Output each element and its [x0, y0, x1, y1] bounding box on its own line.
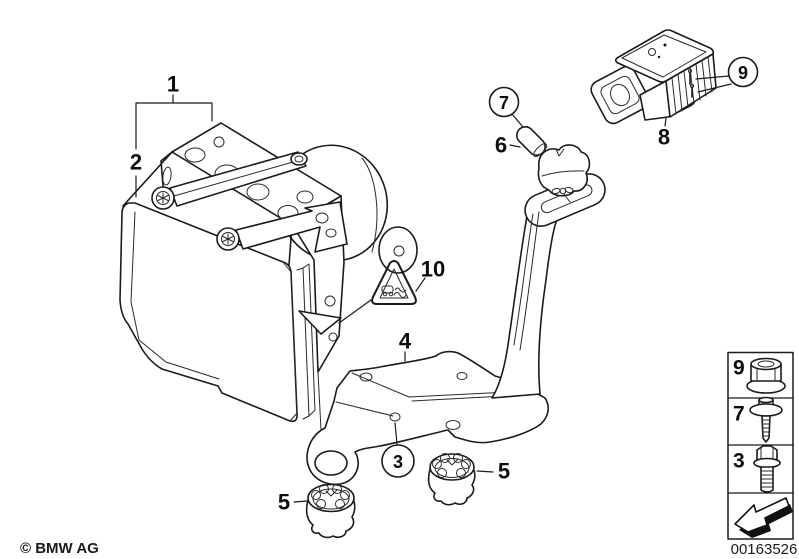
unit-corner-tab	[298, 310, 342, 335]
legend-row-7-label[interactable]: 7	[733, 403, 745, 426]
bracket-hole-top	[359, 372, 373, 382]
sensor-lid	[614, 29, 714, 83]
callout-5-left-label[interactable]: 5	[278, 490, 290, 515]
callout-10-label[interactable]: 10	[421, 257, 445, 282]
callout-3[interactable]: 3	[381, 422, 415, 478]
callout-9-circle[interactable]	[727, 56, 759, 88]
legend-row-9[interactable]: 9	[733, 357, 786, 394]
callout-1[interactable]: 1	[135, 72, 213, 198]
callout-7-label[interactable]: 7	[499, 93, 509, 113]
rubber-grommet-left-drawing	[305, 483, 356, 539]
callout-5-left-leader	[293, 500, 309, 503]
damper-wing-screw	[551, 186, 574, 203]
bracket-hole-bottom	[445, 420, 461, 430]
callout-9-leader	[695, 75, 732, 93]
callout-7-circle[interactable]	[488, 86, 520, 118]
callout-6[interactable]: 6	[495, 133, 521, 158]
hydraulic-unit-drawing	[119, 122, 418, 431]
callout-5-left[interactable]: 5	[278, 490, 309, 515]
fastener-legend-table: 9 7 3	[727, 351, 794, 540]
hex-bolt-icon	[753, 445, 781, 493]
legend-row-7[interactable]: 7	[733, 396, 783, 443]
callout-6-label[interactable]: 6	[495, 133, 507, 158]
callout-5-right-label[interactable]: 5	[498, 459, 510, 484]
bracket-arm-drawing	[491, 173, 606, 399]
bracket-eyelet-hole	[314, 450, 348, 476]
skid-car-glyph	[381, 285, 407, 298]
rotation-rate-sensor-drawing	[590, 29, 717, 125]
callout-4-label[interactable]: 4	[399, 329, 412, 354]
copyright-label: © BMW AG	[20, 540, 99, 557]
washer-screw-icon	[749, 396, 783, 443]
callout-7-leader	[511, 113, 524, 128]
fastening-straps	[169, 151, 348, 253]
callout-9-label[interactable]: 9	[738, 63, 748, 83]
spacer-sleeve-drawing	[516, 126, 548, 158]
rubber-damper-drawing	[537, 144, 591, 203]
callout-1-label[interactable]: 1	[167, 72, 179, 97]
callout-5-right-leader	[476, 470, 494, 473]
callout-10-leader	[338, 277, 426, 324]
callout-6-leader	[509, 144, 521, 148]
strap-screw-lower	[216, 227, 240, 251]
callout-3-leader	[394, 422, 398, 445]
direction-arrow-icon	[734, 497, 793, 538]
diagram-number: 00163526	[731, 541, 798, 558]
callout-10[interactable]: 10	[338, 257, 445, 324]
flange-nut-icon	[746, 357, 786, 394]
legend-row-3-label[interactable]: 3	[733, 450, 745, 473]
callout-8[interactable]: 8	[658, 117, 670, 150]
legend-row-9-label[interactable]: 9	[733, 357, 745, 380]
legend-row-3[interactable]: 3	[733, 445, 781, 493]
sensor-studs	[687, 68, 695, 98]
legend-row-arrow[interactable]	[734, 497, 793, 538]
strap-screw-upper	[151, 186, 175, 210]
sensor-connector	[590, 65, 650, 125]
esp-warning-triangle-icon	[371, 260, 417, 305]
callout-8-leader	[664, 117, 667, 127]
callout-1-leader	[135, 94, 213, 198]
pump-motor-end-cap	[378, 226, 418, 274]
bracket-screw-hole	[389, 412, 401, 422]
rubber-grommet-right-drawing	[427, 453, 476, 506]
callout-8-label[interactable]: 8	[658, 125, 670, 150]
callout-4[interactable]: 4	[399, 329, 412, 362]
callout-3-label[interactable]: 3	[393, 452, 403, 472]
callout-3-circle[interactable]	[381, 444, 415, 478]
callout-7[interactable]: 7	[488, 86, 524, 128]
bracket-hole-tab	[456, 372, 468, 380]
control-module-box	[119, 202, 316, 423]
callout-2-label[interactable]: 2	[130, 150, 142, 175]
callout-9[interactable]: 9	[695, 56, 759, 93]
callout-5-right[interactable]: 5	[476, 459, 510, 484]
callout-2[interactable]: 2	[130, 150, 142, 175]
